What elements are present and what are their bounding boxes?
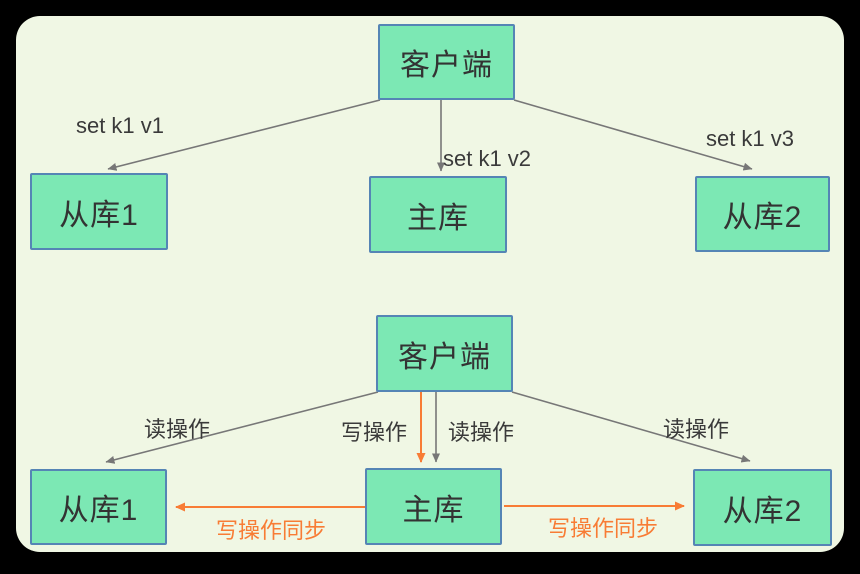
edge-label-write: 写操作	[340, 420, 407, 445]
edge-label-read-left: 读操作	[143, 417, 210, 442]
edge-label-set-k1-v2: set k1 v2	[443, 146, 532, 171]
edge-label-set-k1-v3: set k1 v3	[705, 126, 795, 151]
node-slave2-top: 从库2	[695, 176, 830, 252]
node-master-top: 主库	[369, 176, 507, 253]
edge-label-read-right: 读操作	[662, 417, 729, 442]
node-slave1-bottom: 从库1	[30, 469, 167, 545]
edge-label-write-sync-left: 写操作同步	[215, 518, 326, 543]
edge-label-read-middle: 读操作	[447, 420, 514, 445]
edge-label-set-k1-v1: set k1 v1	[75, 113, 165, 138]
node-slave1-top: 从库1	[30, 173, 168, 250]
node-slave2-bottom: 从库2	[693, 469, 832, 546]
node-client-bottom: 客户端	[376, 315, 513, 392]
node-client-top: 客户端	[378, 24, 515, 100]
node-master-bottom: 主库	[365, 468, 502, 545]
edge-label-write-sync-right: 写操作同步	[547, 516, 658, 541]
